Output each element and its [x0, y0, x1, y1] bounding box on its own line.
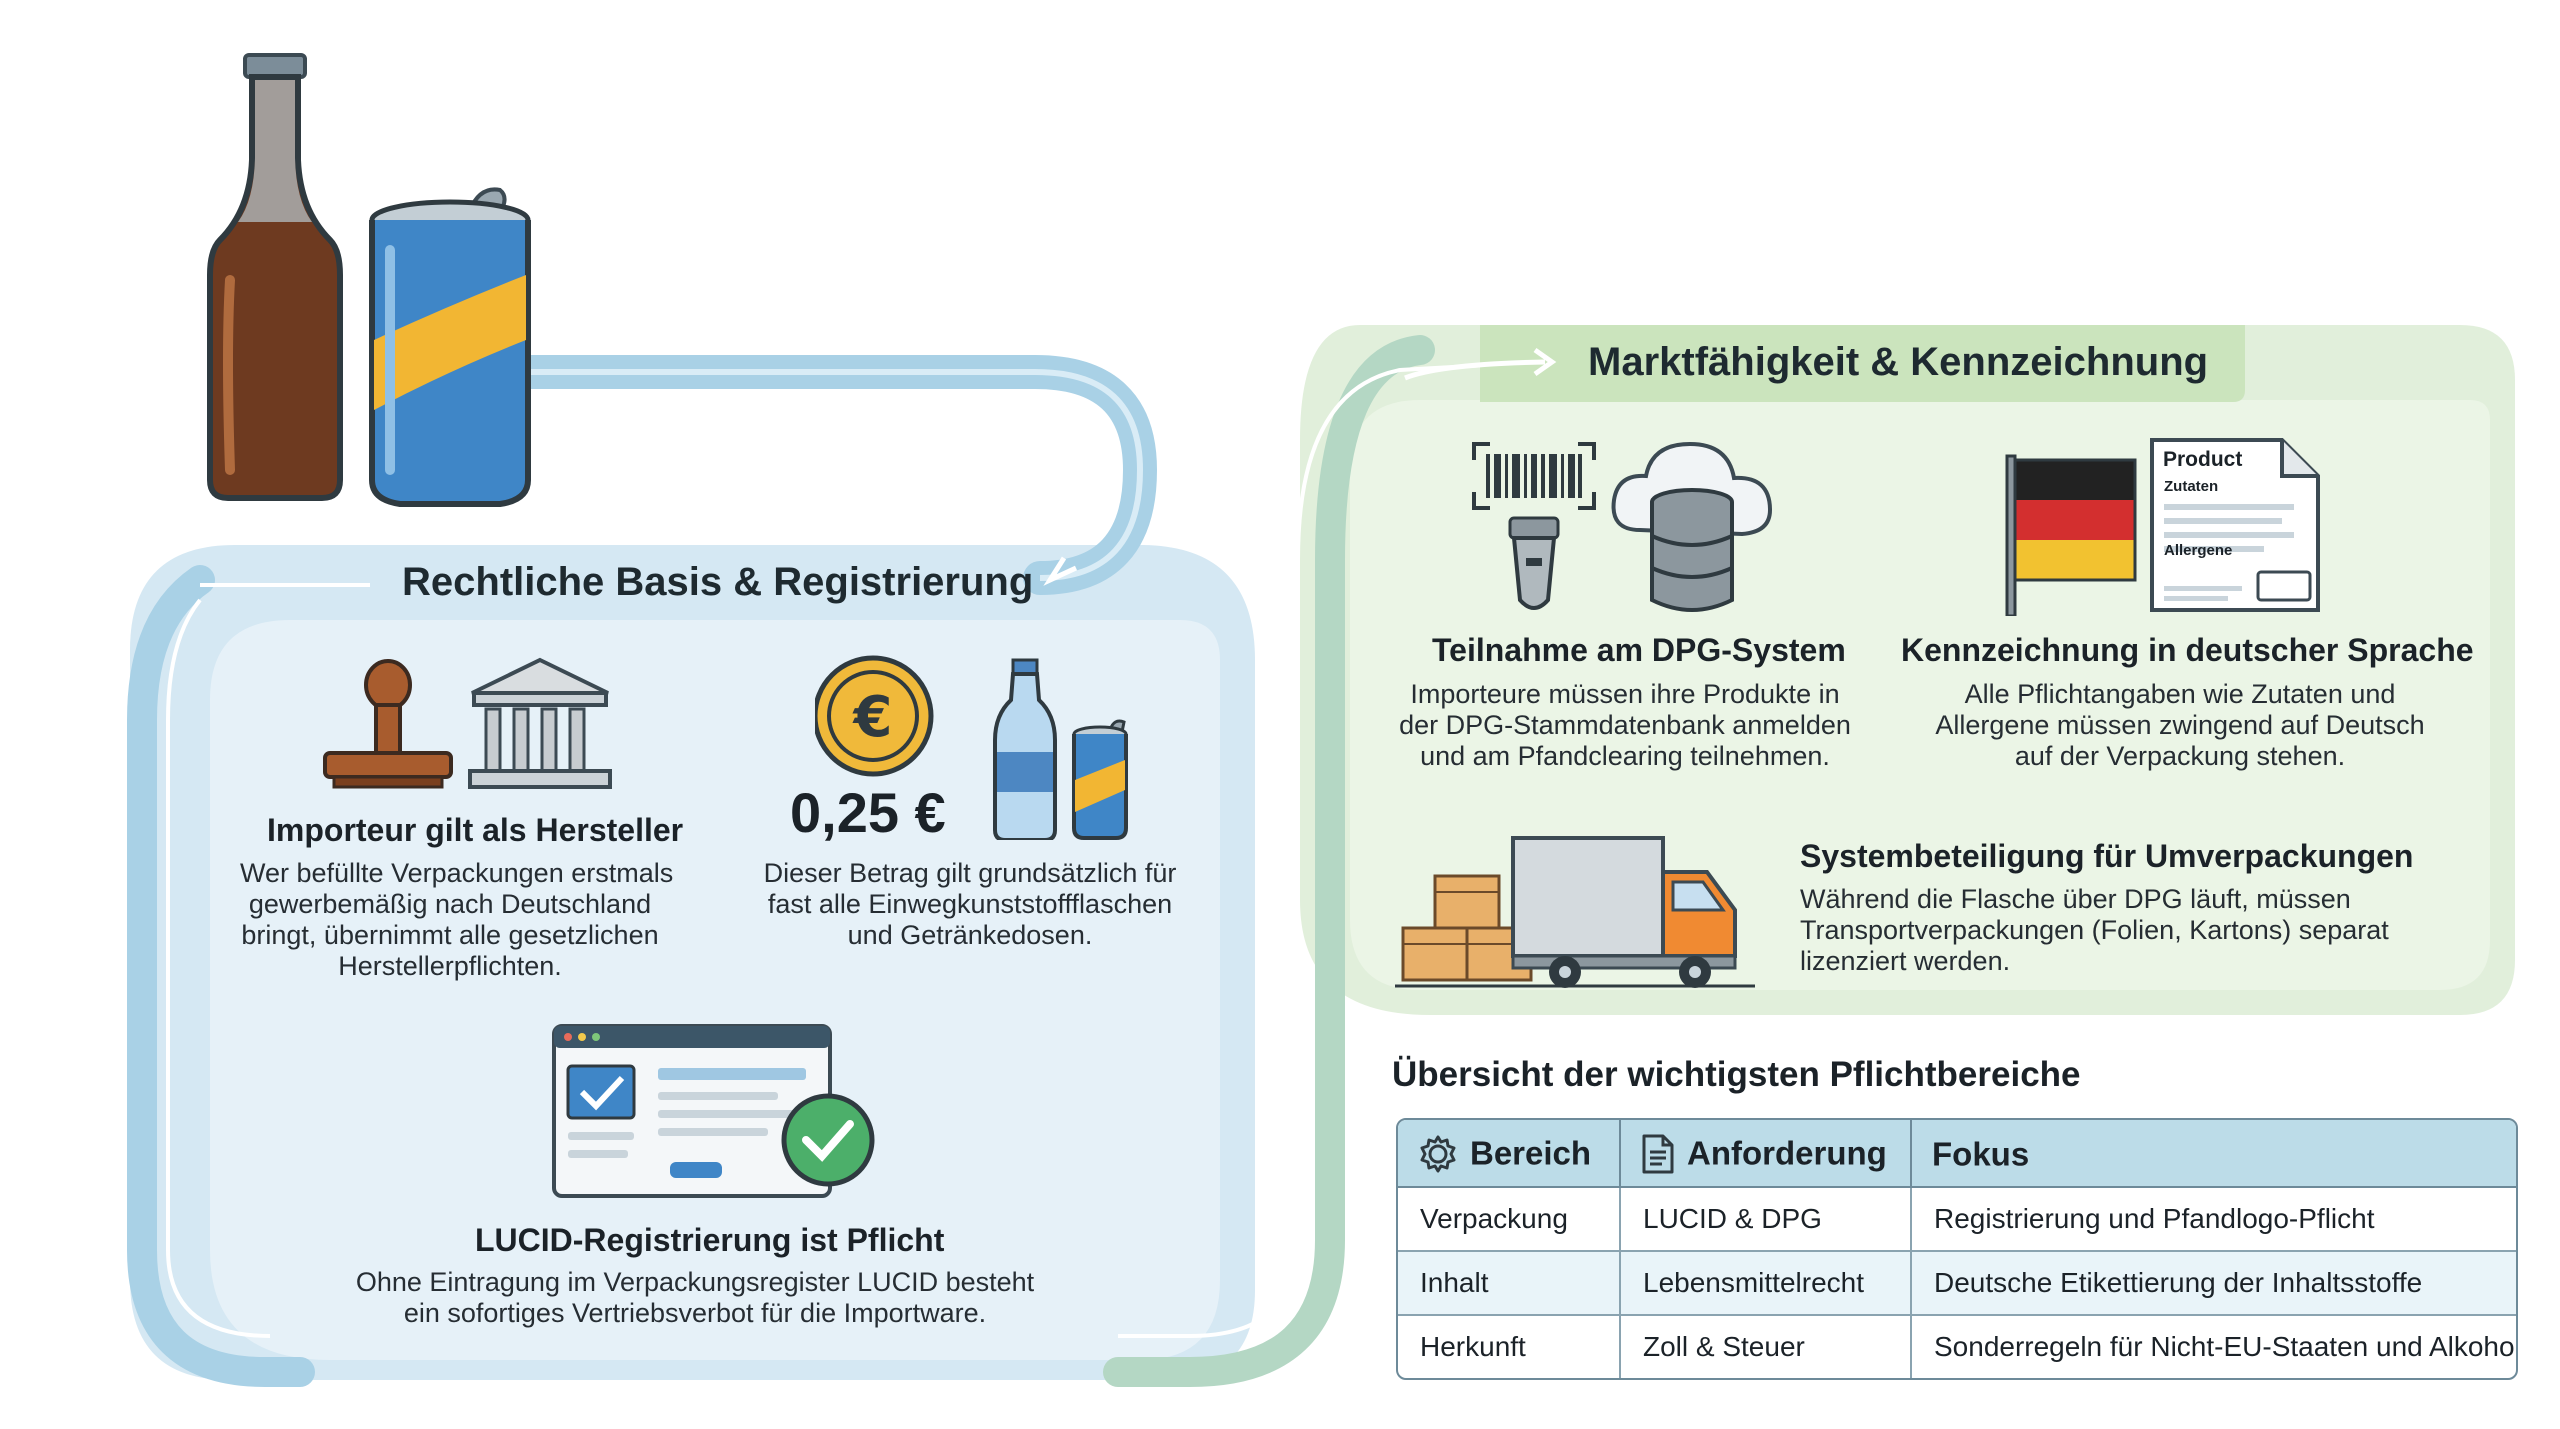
desc-line: Dieser Betrag gilt grundsätzlich für: [763, 858, 1177, 888]
flow-arrow-legal: [1043, 556, 1078, 586]
beer-bottle-icon: [207, 53, 343, 501]
desc-line: fast alle Einwegkunststoffflaschen: [767, 889, 1173, 919]
table-cell: Inhalt: [1398, 1251, 1621, 1316]
lucid-description: Ohne Eintragung im Verpackungsregister L…: [345, 1267, 1045, 1329]
can-icon: [1072, 719, 1128, 840]
importer-icons: [323, 657, 612, 789]
dpg-icons: [1472, 441, 1773, 612]
desc-line: Ohne Eintragung im Verpackungsregister L…: [355, 1267, 1035, 1297]
outer-packaging-description: Während die Flasche über DPG läuft, müss…: [1800, 884, 2480, 977]
legal-panel-inner: [210, 620, 1220, 1360]
government-building-icon: [468, 657, 612, 789]
dpg-title: Teilnahme am DPG-System: [1432, 632, 1846, 668]
german-flag-icon: [2005, 454, 2137, 616]
language-title: Kennzeichnung in deutscher Sprache: [1901, 632, 2474, 668]
market-title-tab: [1480, 325, 2245, 402]
desc-line: und am Pfandclearing teilnehmen.: [1420, 741, 1830, 771]
document-icon: [1642, 1134, 1674, 1174]
desc-line: Allergene müssen zwingend auf Deutsch: [1935, 710, 2425, 740]
desc-line: Alle Pflichtangaben wie Zutaten und: [1964, 679, 2396, 709]
desc-line: ein sofortiges Vertriebsverbot für die I…: [403, 1298, 987, 1328]
importer-description: Wer befüllte Verpackungen erstmals gewer…: [240, 858, 674, 982]
importer-title: Importeur gilt als Hersteller: [267, 812, 684, 848]
market-section-title: Marktfähigkeit & Kennzeichnung: [1588, 340, 2209, 384]
column-header-bereich: Bereich: [1398, 1120, 1621, 1188]
plastic-bottle-icon: [993, 658, 1057, 840]
language-description: Alle Pflichtangaben wie Zutaten und Alle…: [1920, 679, 2440, 772]
table-header-row: Bereich Anforderung Fokus: [1398, 1120, 2516, 1188]
dpg-description: Importeure müssen ihre Produkte in der D…: [1395, 679, 1855, 772]
desc-line: Wer befüllte Verpackungen erstmals: [240, 858, 674, 888]
delivery-truck-icon: [1395, 836, 1755, 988]
flow-arrow-market: [1404, 359, 1546, 381]
deposit-amount: 0,25 €: [790, 781, 946, 844]
connector-band: [1103, 335, 1435, 1387]
product-label-icon: [2150, 438, 2320, 612]
table-cell: Deutsche Etikettierung der Inhaltsstoffe: [1911, 1251, 2516, 1316]
barcode-scanner-icon: [1472, 442, 1596, 610]
lucid-title: LUCID-Registrierung ist Pflicht: [475, 1222, 945, 1258]
checkmark-circle-icon: [781, 1093, 875, 1187]
table-cell: Zoll & Steuer: [1620, 1315, 1912, 1378]
desc-line: Transportverpackungen (Folien, Kartons) …: [1800, 915, 2389, 945]
desc-line: der DPG-Stammdatenbank anmelden: [1399, 710, 1851, 740]
column-label: Anforderung: [1687, 1134, 1887, 1172]
euro-coin-icon: €: [815, 655, 934, 777]
column-label: Fokus: [1932, 1135, 2030, 1173]
desc-line: Importeure müssen ihre Produkte in: [1410, 679, 1840, 709]
outer-packaging-title: Systembeteiligung für Umverpackungen: [1800, 838, 2414, 874]
table-cell: Herkunft: [1398, 1315, 1621, 1378]
obligations-table: Bereich Anforderung Fokus Verpackung LUC…: [1396, 1118, 2518, 1380]
legal-section-title: Rechtliche Basis & Registrierung: [402, 560, 1034, 604]
table-heading: Übersicht der wichtigsten Pflichtbereich…: [1392, 1055, 2081, 1094]
table-cell: LUCID & DPG: [1620, 1187, 1912, 1252]
table-row: Verpackung LUCID & DPG Registrierung und…: [1398, 1187, 2516, 1252]
column-header-anforderung: Anforderung: [1620, 1120, 1912, 1188]
cloud-database-icon: [1611, 441, 1773, 612]
lucid-icons: [552, 1024, 875, 1198]
table-row: Herkunft Zoll & Steuer Sonderregeln für …: [1398, 1315, 2516, 1378]
desc-line: und Getränkedosen.: [847, 920, 1093, 950]
table-row: Inhalt Lebensmittelrecht Deutsche Etiket…: [1398, 1251, 2516, 1316]
desc-line: Während die Flasche über DPG läuft, müss…: [1800, 884, 2351, 914]
deposit-icons: €: [815, 655, 1128, 840]
table-cell: Lebensmittelrecht: [1620, 1251, 1912, 1316]
browser-window-icon: [552, 1024, 832, 1198]
label-card-line1: Zutaten: [2164, 478, 2219, 495]
beverage-can-icon: [369, 187, 531, 507]
column-label: Bereich: [1470, 1134, 1592, 1172]
svg-text:€: €: [852, 685, 893, 750]
table-cell: Sonderregeln für Nicht-EU-Staaten und Al…: [1934, 1331, 2518, 1362]
column-header-fokus: Fokus: [1911, 1120, 2516, 1188]
desc-line: lizenziert werden.: [1800, 946, 2011, 976]
desc-line: gewerbemäßig nach Deutschland: [248, 889, 652, 919]
desc-line: auf der Verpackung stehen.: [2014, 741, 2346, 771]
deposit-description: Dieser Betrag gilt grundsätzlich für fas…: [745, 858, 1195, 951]
label-card-title: Product: [2163, 448, 2243, 471]
gear-icon: [1420, 1135, 1456, 1173]
label-card-line2: Allergene: [2164, 542, 2233, 559]
desc-line: Herstellerpflichten.: [338, 951, 562, 981]
stamp-icon: [323, 659, 453, 789]
table-cell: Verpackung: [1398, 1187, 1621, 1252]
desc-line: bringt, übernimmt alle gesetzlichen: [241, 920, 659, 950]
table-cell: Registrierung und Pfandlogo-Pflicht: [1911, 1187, 2516, 1252]
